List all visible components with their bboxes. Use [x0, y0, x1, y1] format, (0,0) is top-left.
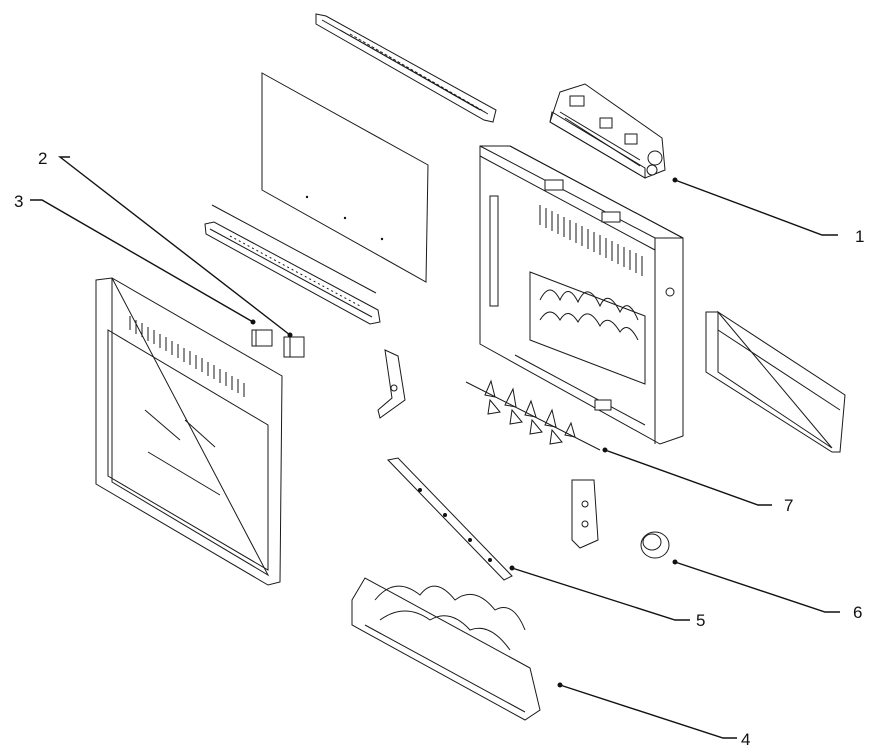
glass-panel — [261, 72, 429, 283]
callout-7: 7 — [784, 496, 793, 515]
firebox-housing — [479, 145, 684, 445]
side-panel — [705, 310, 846, 453]
mounting-bracket-left — [377, 349, 406, 419]
log-set — [351, 577, 541, 721]
callout-6: 6 — [853, 603, 862, 622]
front-frame — [95, 277, 283, 586]
callout-1: 1 — [855, 227, 864, 246]
bottom-channel-rail — [204, 221, 381, 325]
flame-screen — [529, 271, 646, 385]
heater-blower-unit — [549, 83, 666, 179]
frame-grille — [129, 316, 245, 397]
callout-2: 2 — [38, 149, 47, 168]
glass-rod — [211, 204, 377, 294]
callout-3: 3 — [14, 192, 23, 211]
top-trim-rail — [315, 13, 497, 123]
mounting-bracket-right — [571, 479, 599, 549]
switch-part-3 — [251, 329, 273, 347]
firebox-vent-slots — [539, 205, 643, 276]
leader-lines — [30, 156, 840, 739]
callout-4: 4 — [741, 730, 750, 749]
switch-part-2 — [283, 336, 305, 358]
led-strip — [387, 457, 513, 581]
control-knob — [640, 531, 670, 559]
callout-5: 5 — [696, 611, 705, 630]
ember-spindle — [465, 379, 601, 451]
